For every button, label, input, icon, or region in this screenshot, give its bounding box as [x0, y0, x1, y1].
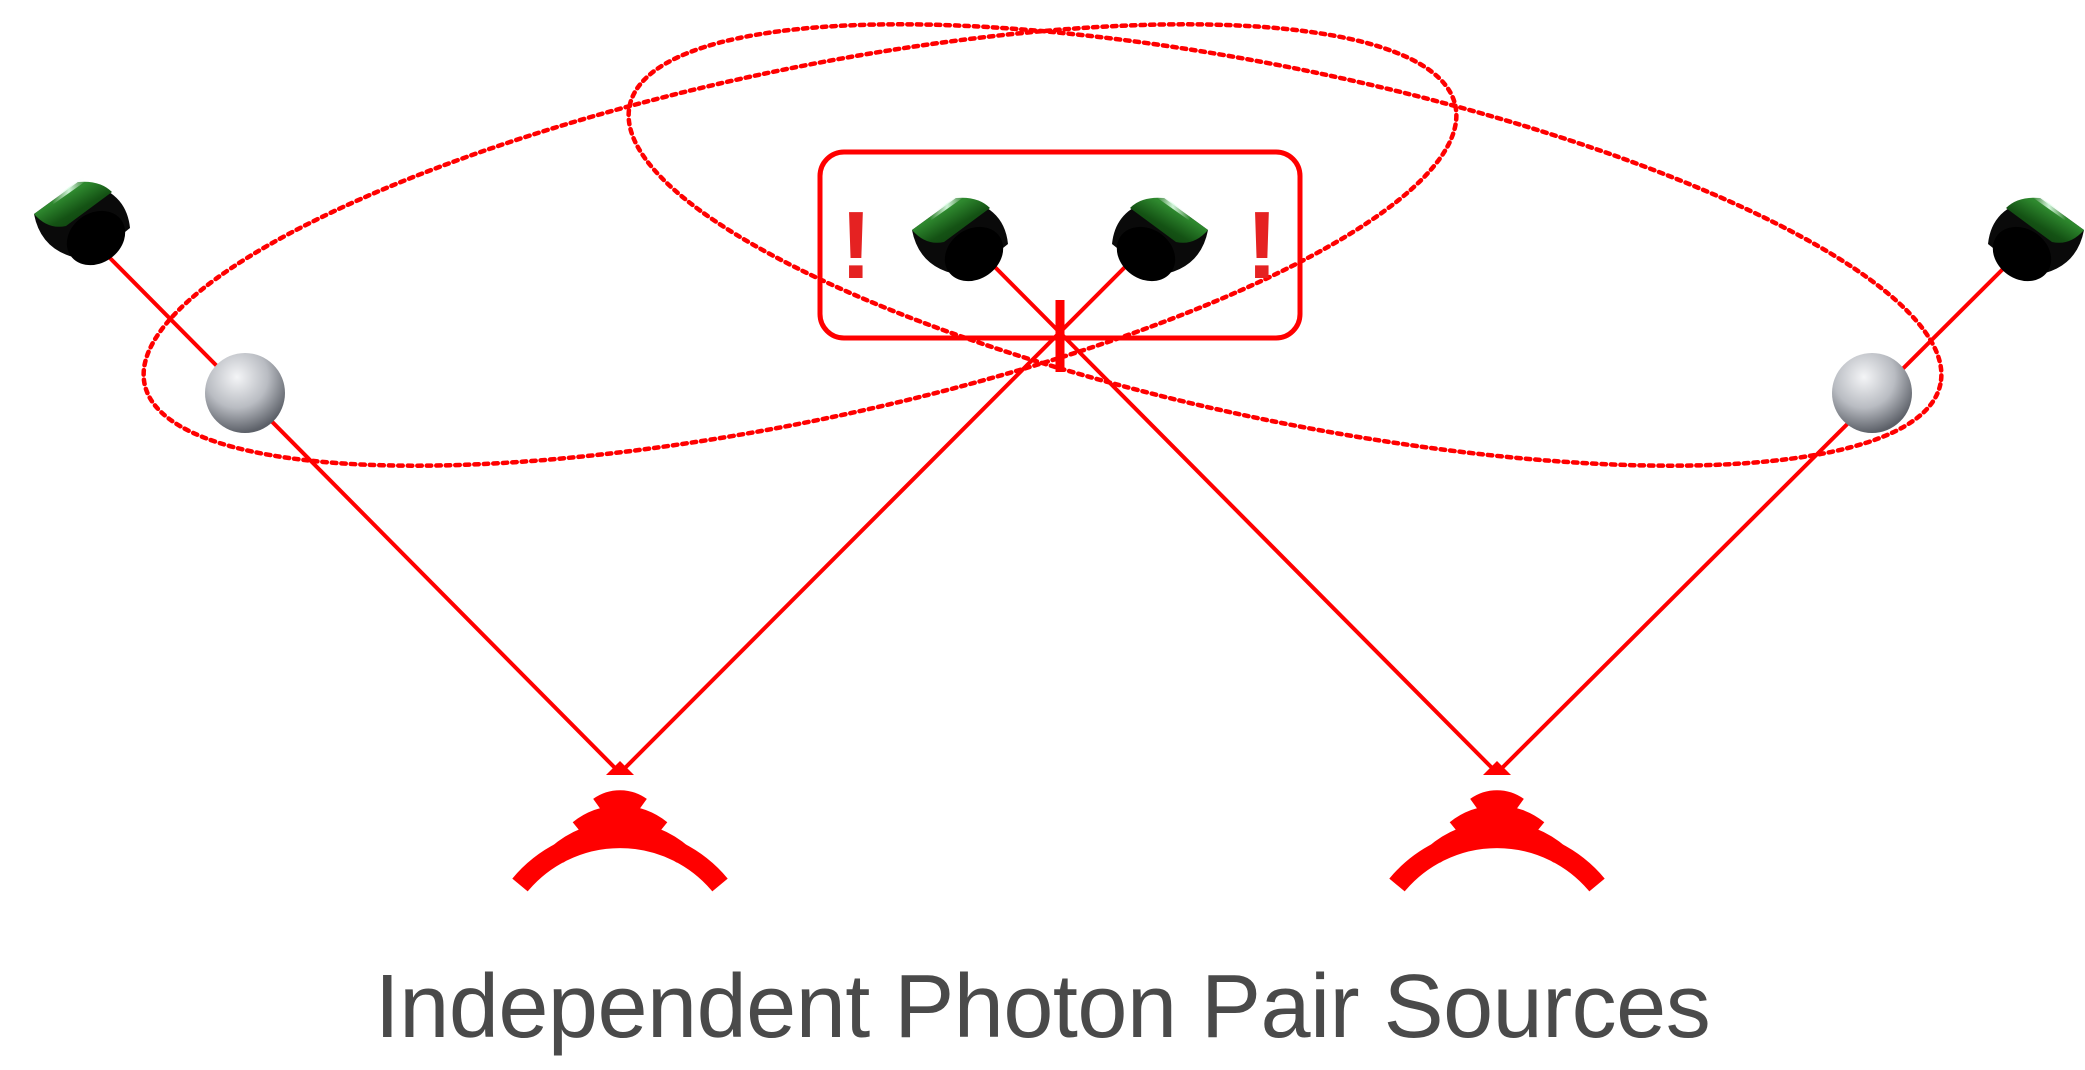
- detector-icon: [1982, 194, 2084, 292]
- entanglement-loop-right: [626, 22, 1944, 468]
- photon-source-icon: [512, 761, 728, 892]
- exclamation-right: !: [1246, 192, 1278, 299]
- beam-right-outer: [1495, 250, 2022, 775]
- beamsplitter-icon: [205, 353, 285, 433]
- beamsplitter-icon: [1832, 353, 1912, 433]
- detector-icon: [1106, 194, 1208, 292]
- entanglement-loops: [141, 22, 1944, 468]
- diagram-caption: Independent Photon Pair Sources: [374, 957, 1711, 1057]
- detector-icon: [34, 178, 136, 276]
- bell-state-measurement-box: [817, 149, 1303, 341]
- beam-left-outer: [98, 246, 622, 775]
- detector-icon: [912, 194, 1014, 292]
- entanglement-loop-left: [141, 22, 1459, 468]
- exclamation-left: !: [840, 192, 872, 299]
- photon-source-icon: [1389, 761, 1605, 892]
